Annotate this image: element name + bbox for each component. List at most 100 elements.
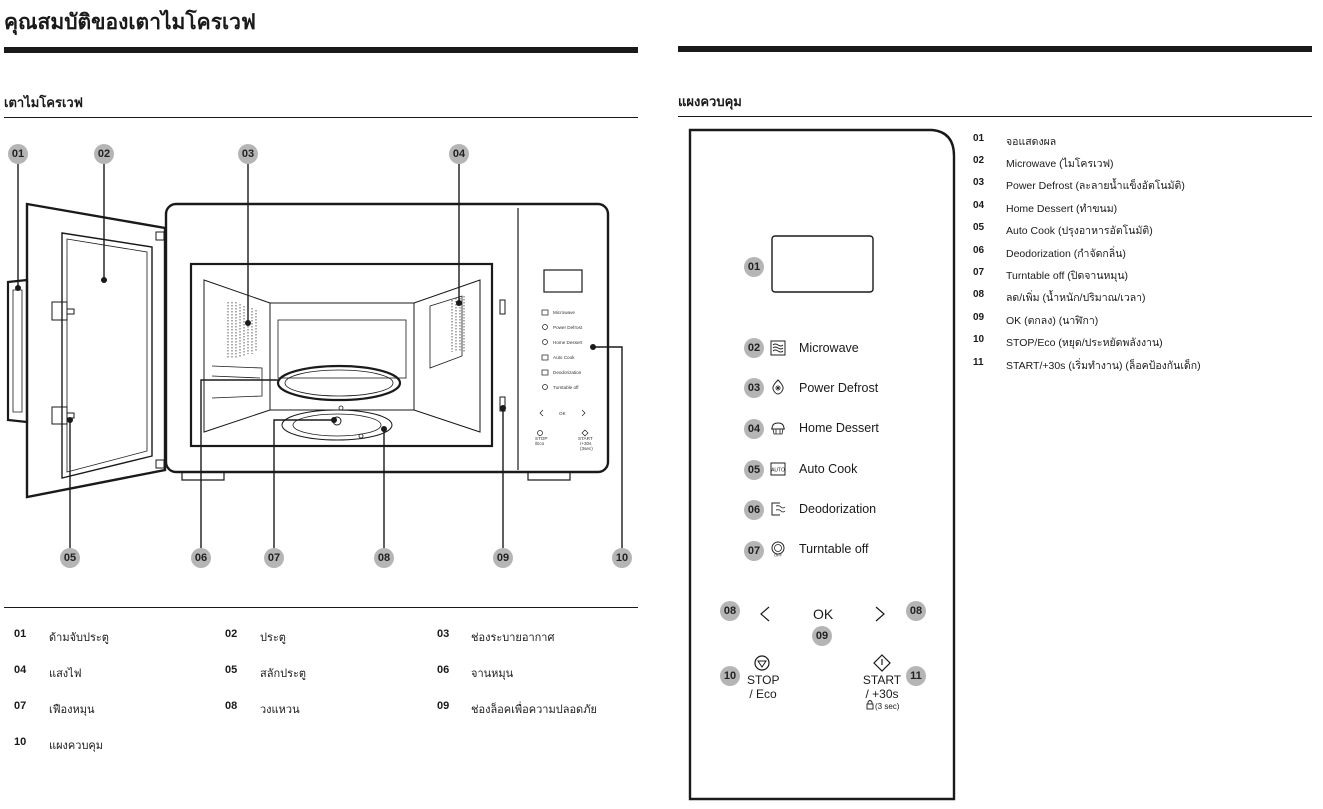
- legend-text: วงแหวน: [260, 703, 300, 716]
- ok-button-label[interactable]: OK: [813, 606, 834, 622]
- door-outline: [25, 202, 167, 499]
- list-number: 03: [973, 177, 985, 188]
- start-label: START: [862, 673, 902, 687]
- mini-start-sub: /+30s: [580, 441, 592, 446]
- list-number: 11: [973, 357, 984, 368]
- legend-number: 08: [225, 700, 238, 712]
- door-window: [61, 232, 153, 479]
- list-number: 10: [973, 334, 985, 345]
- increase-badge: 08: [906, 601, 926, 621]
- mini-label: Turntable off: [553, 385, 579, 390]
- legend-text: สลักประตู: [260, 667, 307, 680]
- legend-number: 07: [14, 700, 27, 712]
- button-badge: 05: [744, 460, 764, 480]
- auto-cook-icon: AUTO: [770, 462, 786, 476]
- decrease-arrow-icon: [760, 606, 770, 622]
- legend-number: 10: [14, 736, 27, 748]
- home-dessert-button-label[interactable]: Home Dessert: [799, 421, 879, 435]
- callout-badge: 05: [60, 548, 80, 568]
- legend-text: ช่องระบายอากาศ: [471, 631, 555, 644]
- callout-badge: 02: [94, 144, 114, 164]
- page-title: คุณสมบัติของเตาไมโครเวฟ: [4, 10, 256, 34]
- list-text: START/+30s (เริ่มทำงาน) (ล็อคป้องกันเด็ก…: [1006, 360, 1201, 372]
- callout-badge: 01: [8, 144, 28, 164]
- legend-text: จานหมุน: [471, 667, 514, 680]
- list-text: Deodorization (กำจัดกลิ่น): [1006, 248, 1126, 260]
- stop-sublabel: / Eco: [749, 687, 777, 701]
- list-number: 02: [973, 155, 985, 166]
- title-rule: [4, 47, 638, 53]
- control-panel-diagram: [688, 128, 956, 801]
- microwave-body: [164, 202, 610, 474]
- legend-number: 01: [14, 628, 27, 640]
- mini-label: Deodorization: [553, 370, 582, 375]
- button-badge: 03: [744, 378, 764, 398]
- legend-number: 04: [14, 664, 27, 676]
- roller-ring: [281, 409, 393, 441]
- mini-stop: STOP: [535, 436, 547, 441]
- legend-number: 09: [437, 700, 450, 712]
- microwave-heading: เตาไมโครเวฟ: [4, 96, 83, 111]
- list-text: OK (ตกลง) (นาฬิกา): [1006, 315, 1099, 327]
- legend-text: แสงไฟ: [49, 667, 82, 680]
- svg-text:AUTO: AUTO: [771, 468, 785, 474]
- microwave-waves-icon: [770, 340, 786, 356]
- lock-icon: [866, 703, 874, 710]
- mini-start: START: [578, 436, 593, 441]
- microwave-heading-rule: [4, 117, 638, 118]
- power-defrost-button-label[interactable]: Power Defrost: [799, 381, 879, 395]
- list-text: Auto Cook (ปรุงอาหารอัตโนมัติ): [1006, 225, 1153, 237]
- increase-arrow-icon: [875, 606, 885, 622]
- mini-label: Auto Cook: [553, 355, 575, 360]
- list-text: Home Dessert (ทำขนม): [1006, 203, 1118, 215]
- legend-text: แผงควบคุม: [49, 739, 104, 752]
- list-text: จอแสดงผล: [1006, 136, 1057, 148]
- auto-cook-button-label[interactable]: Auto Cook: [799, 462, 858, 476]
- legend-text: ช่องล็อคเพื่อความปลอดภัย: [471, 703, 597, 716]
- legend-text: เฟืองหมุน: [49, 703, 95, 716]
- list-text: Turntable off (ปิดจานหมุน): [1006, 270, 1129, 282]
- legend-text: ด้ามจับประตู: [49, 631, 109, 644]
- panel-heading-rule: [678, 116, 1312, 117]
- callout-badge: 07: [264, 548, 284, 568]
- list-text: ลด/เพิ่ม (น้ำหนัก/ปริมาณ/เวลา): [1006, 292, 1146, 304]
- mini-display: [543, 269, 583, 293]
- mini-label: Home Dessert: [553, 340, 583, 345]
- list-number: 04: [973, 200, 985, 211]
- dessert-icon: [771, 422, 785, 435]
- list-number: 07: [973, 267, 985, 278]
- door-latch-top: [51, 301, 75, 321]
- list-number: 09: [973, 312, 985, 323]
- callout-badge: 03: [238, 144, 258, 164]
- stop-label: STOP: [747, 673, 780, 687]
- list-text: STOP/Eco (หยุด/ประหยัดพลังงาน): [1006, 337, 1163, 349]
- list-text: Power Defrost (ละลายน้ำแข็งอัตโนมัติ): [1006, 180, 1185, 192]
- mini-ok: OK: [559, 411, 567, 416]
- list-text: Microwave (ไมโครเวฟ): [1006, 158, 1114, 170]
- legend-number: 03: [437, 628, 450, 640]
- defrost-icon: [772, 379, 784, 395]
- legend-number: 02: [225, 628, 238, 640]
- mini-stop-sub: /Eco: [535, 441, 545, 446]
- turntable-off-icon: OFF: [771, 541, 785, 557]
- start-button-label[interactable]: START / +30s: [860, 673, 904, 701]
- callout-badge: 08: [374, 548, 394, 568]
- turntable-off-button-label[interactable]: Turntable off: [799, 542, 869, 556]
- deodorization-button-label[interactable]: Deodorization: [799, 502, 877, 516]
- microwave-button-label[interactable]: Microwave: [799, 341, 859, 355]
- ok-badge: 09: [812, 626, 832, 646]
- start-sublabel: / +30s: [865, 687, 899, 701]
- deodorization-icon: [771, 502, 786, 516]
- mini-label: Microwave: [553, 310, 575, 315]
- start-badge: 11: [906, 666, 926, 686]
- button-badge: 04: [744, 419, 764, 439]
- turntable: [276, 364, 402, 402]
- stop-button-label[interactable]: STOP / Eco: [747, 673, 779, 701]
- callout-badge: 10: [612, 548, 632, 568]
- legend-number: 06: [437, 664, 450, 676]
- display-badge: 01: [744, 257, 764, 277]
- list-number: 05: [973, 222, 985, 233]
- list-number: 08: [973, 289, 985, 300]
- legend-text: ประตู: [260, 631, 286, 644]
- display-screen: [771, 235, 874, 293]
